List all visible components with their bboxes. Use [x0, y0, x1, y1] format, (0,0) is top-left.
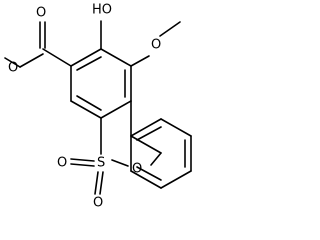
bond-ester-o-carbonyl	[19, 53, 44, 68]
atom-label-sulfonyl-oxygen-bottom: O	[93, 196, 103, 211]
bond-ring-b-4	[111, 159, 129, 167]
bond-ring-a-2	[100, 48, 132, 67]
bond-ring-c-4	[160, 170, 192, 189]
bond-lines	[4, 20, 192, 195]
bond-sulfonyl-bottom-b	[99, 171, 104, 195]
bond-ring-c-5-inner	[136, 166, 162, 181]
bond-ring-c-2	[160, 118, 192, 137]
atom-labels: HO O O O O S O O	[8, 3, 161, 211]
bond-ring-c-5	[130, 170, 162, 189]
atom-label-sulfonyl-oxygen-left: O	[57, 156, 67, 171]
bond-ring-a-5	[70, 100, 102, 119]
atom-label-ring-oxygen: O	[132, 162, 142, 177]
bond-ring-c-1	[130, 118, 162, 137]
bond-ring-a-1	[70, 48, 102, 67]
atom-label-sulfur: S	[97, 156, 105, 171]
bond-sulfonyl-left-b	[70, 163, 95, 167]
bond-ring-a-1-inner	[76, 56, 102, 71]
bond-ring-c-1-inner	[136, 126, 162, 141]
bond-ring-methoxy-o	[130, 55, 150, 67]
bond-methyl-ester-o	[4, 57, 21, 68]
bond-ring-a-4	[100, 100, 132, 119]
atom-label-carbonyl-oxygen: O	[36, 6, 46, 21]
atom-label-ester-oxygen: O	[8, 61, 18, 76]
bond-sulfonyl-bottom-a	[94, 171, 99, 195]
bond-sulfonyl-left-a	[70, 158, 95, 162]
bond-carbonyl-ring	[42, 48, 72, 67]
bond-methoxy-methyl	[159, 21, 181, 37]
atom-label-hydroxyl: HO	[92, 3, 112, 18]
bond-ring-a-5-inner	[76, 95, 102, 111]
bond-ring-b-2	[130, 135, 162, 154]
atom-label-methoxy-oxygen: O	[151, 38, 161, 53]
molecule-structure-diagram: HO O O O O S O O	[4, 3, 192, 211]
bond-ring-b-3	[150, 152, 162, 166]
